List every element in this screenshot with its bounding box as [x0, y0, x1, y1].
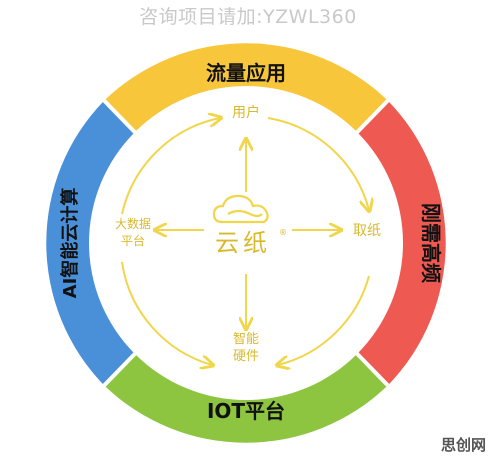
cycle-arc-top-left	[121, 118, 220, 215]
label-smart-hardware-line2: 硬件	[233, 349, 259, 364]
cycle-arc-bottom-right	[278, 275, 370, 365]
watermark-text: 思创网	[440, 436, 486, 454]
label-smart-hardware-line1: 智能	[233, 332, 259, 347]
segment-left-label: AI智能云计算	[59, 188, 81, 299]
segment-divider	[354, 99, 390, 135]
header-text: 咨询项目请加:YZWL360	[139, 6, 357, 28]
cloud-icon	[212, 194, 269, 224]
label-bigdata-line1: 大数据	[115, 216, 151, 231]
spokes	[156, 140, 340, 328]
label-take-paper: 取纸	[353, 223, 381, 239]
logo-text: 云纸	[215, 229, 271, 257]
segment-divider	[102, 351, 138, 387]
segment-divider	[102, 99, 138, 135]
logo: 云纸 ®	[212, 194, 287, 257]
cycle-arc-bottom-left	[121, 261, 212, 365]
segment-top-label: 流量应用	[206, 61, 286, 85]
logo-registered-mark: ®	[279, 228, 287, 237]
inner-disk	[89, 86, 403, 400]
cycle-arc-top-right	[267, 117, 369, 210]
inner-cycle	[121, 117, 370, 365]
segment-divider	[354, 351, 390, 387]
label-user: 用户	[232, 104, 260, 121]
segment-right-label: 刚需高频	[419, 203, 443, 283]
label-bigdata-line2: 平台	[121, 233, 145, 248]
segment-bottom-label: IOT平台	[207, 399, 285, 423]
